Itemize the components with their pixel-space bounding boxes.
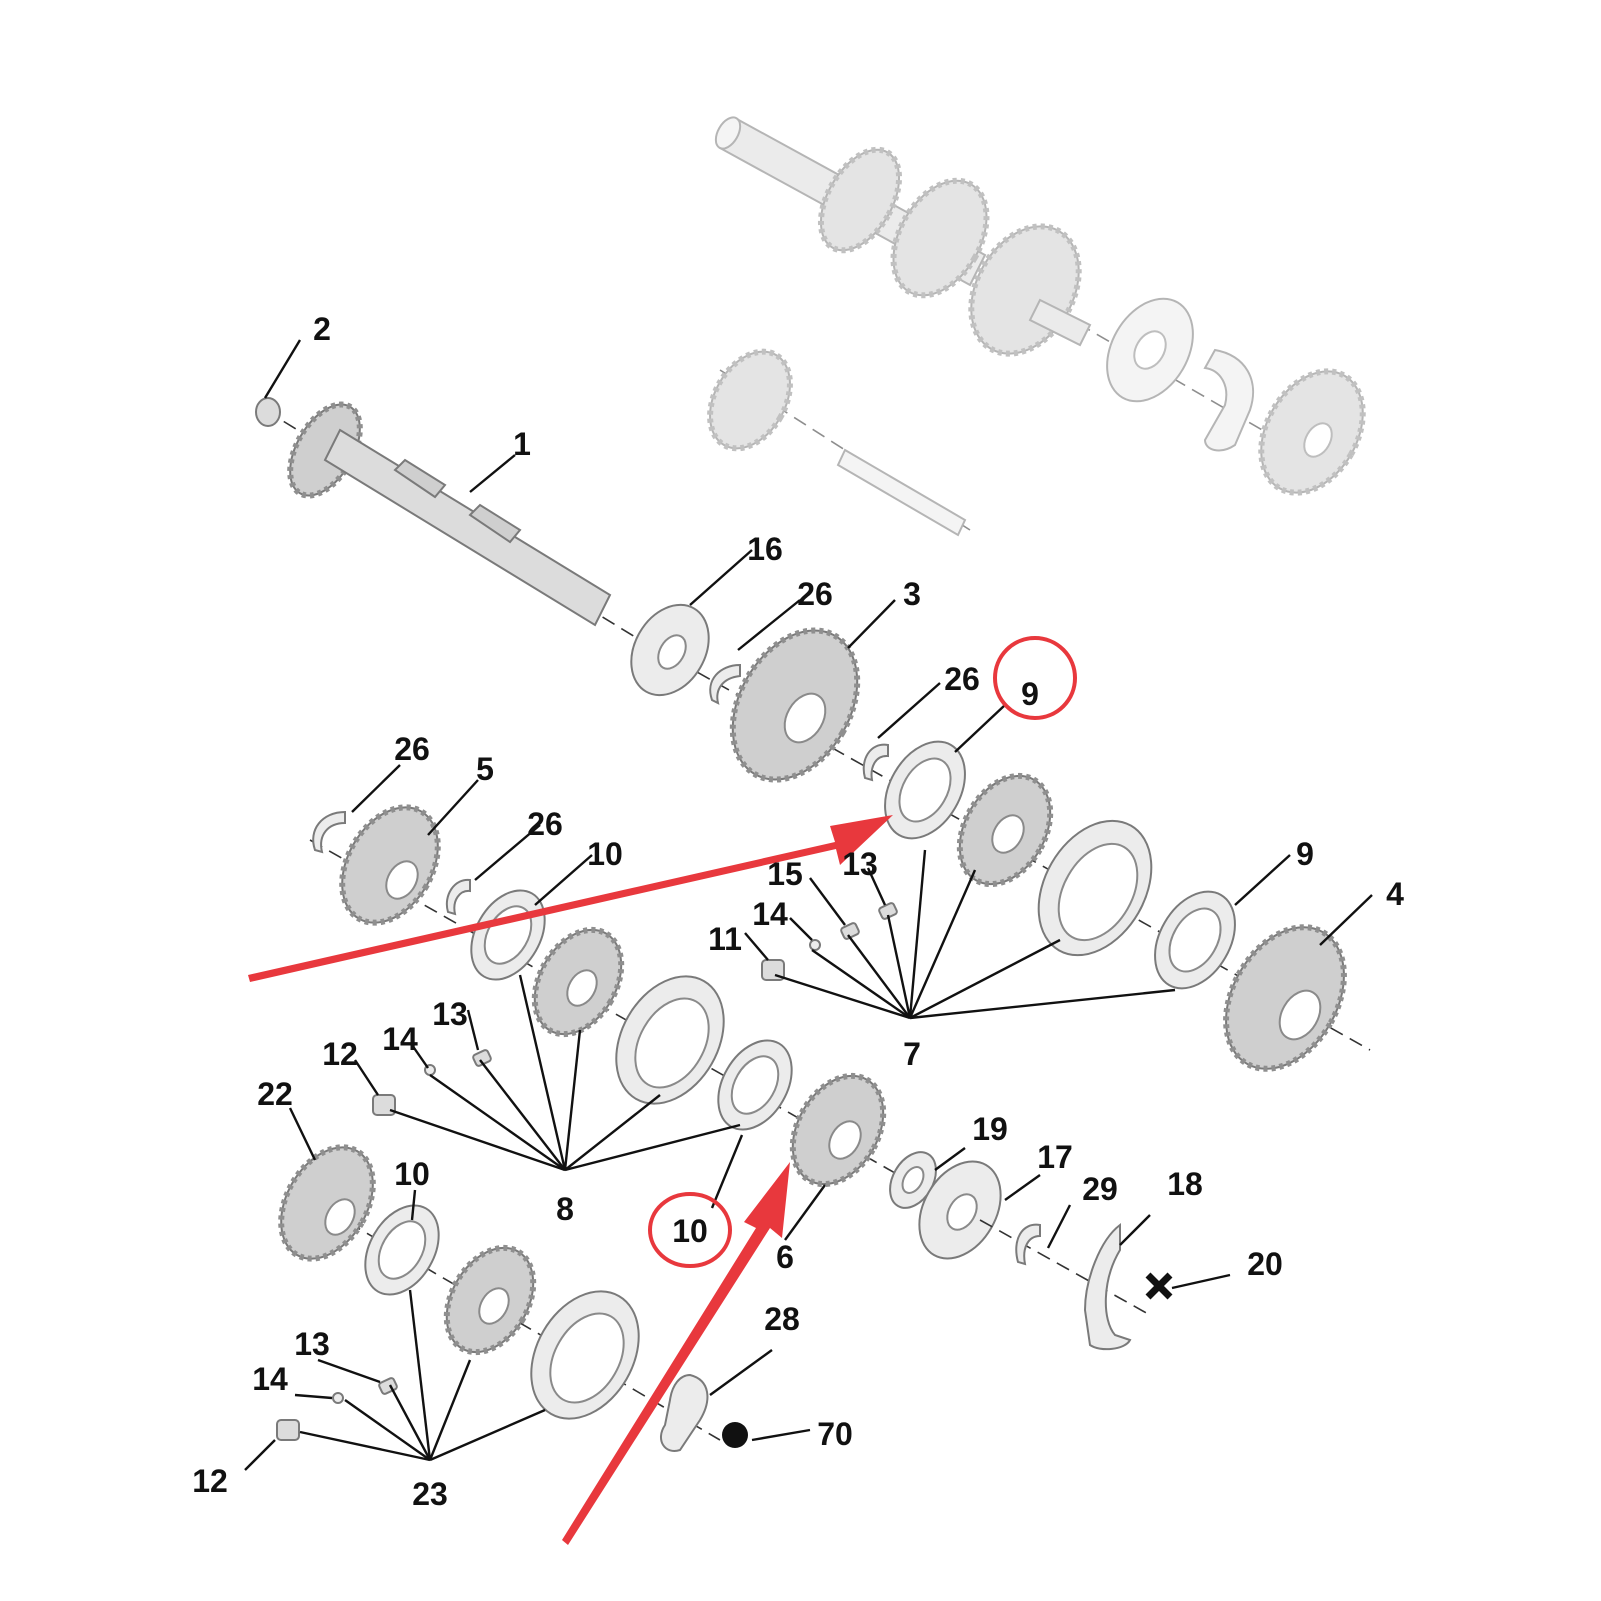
highlight-annotations [248,636,1077,1545]
label-20: 14 [382,1021,418,1057]
label-17: 11 [708,921,742,957]
label-35: 23 [412,1476,448,1512]
upper-gear-row [630,603,1371,1072]
callout-labels: 2 1 16 26 3 26 9 26 5 26 10 9 4 15 13 14… [192,311,1404,1512]
label-3: 16 [747,531,783,567]
label-27: 19 [972,1111,1008,1147]
label-23: 8 [556,1191,574,1227]
label-12: 9 [1296,836,1314,872]
label-4: 26 [797,576,833,612]
label-28: 17 [1037,1139,1073,1175]
label-5: 3 [903,576,921,612]
label-1: 2 [313,311,331,347]
label-31: 20 [1247,1246,1283,1282]
highlight-circle-9 [993,636,1077,720]
input-shaft [255,397,641,641]
label-16: 14 [752,896,788,932]
label-32: 13 [294,1326,330,1362]
label-18: 7 [903,1036,921,1072]
label-15: 13 [842,846,878,882]
label-25: 10 [672,1213,708,1249]
highlight-arrow-to-10 [562,1162,790,1545]
highlight-circle-10 [648,1192,732,1268]
label-24: 10 [394,1156,430,1192]
label-21: 12 [322,1036,358,1072]
label-19: 13 [432,996,468,1032]
lower-gear-row [276,1144,1173,1452]
highlight-arrow-to-9 [248,815,893,982]
leader-lines [244,339,1373,1471]
label-36: 28 [764,1301,800,1337]
label-22: 22 [257,1076,293,1112]
label-8: 26 [394,731,430,767]
label-33: 14 [252,1361,288,1397]
label-30: 18 [1167,1166,1203,1202]
label-37: 70 [817,1416,853,1452]
label-13: 4 [1386,876,1404,912]
item-70-dot [722,1422,748,1448]
label-9: 5 [476,751,494,787]
label-2: 1 [513,426,531,462]
label-14: 15 [767,856,803,892]
middle-gear-row [309,804,1151,1351]
label-10: 26 [527,806,563,842]
label-7: 9 [1021,676,1039,712]
label-6: 26 [944,661,980,697]
label-26: 6 [776,1239,794,1275]
label-29: 29 [1082,1171,1118,1207]
label-11: 10 [587,836,623,872]
output-shaft-assembly [707,116,1366,537]
label-34: 12 [192,1463,228,1499]
